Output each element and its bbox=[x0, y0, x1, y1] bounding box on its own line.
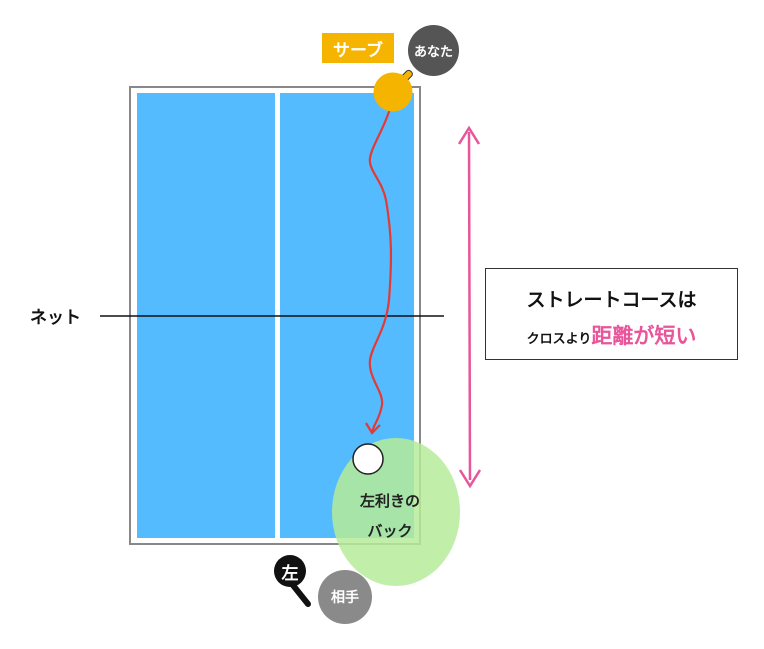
zone-label-line2: バック bbox=[367, 522, 413, 540]
you-badge: あなた bbox=[408, 25, 459, 76]
net-label: ネット bbox=[30, 308, 81, 328]
note-line2: クロスより距離が短い bbox=[486, 320, 737, 350]
note-small-text: クロスより bbox=[526, 332, 592, 347]
note-line1: ストレートコースは bbox=[526, 289, 697, 311]
trajectory-arrow-head bbox=[365, 422, 381, 435]
target-zone-label: 左利きの バック bbox=[340, 486, 440, 546]
paddle-icon bbox=[373, 69, 413, 112]
opponent-paddle-handle bbox=[289, 581, 311, 607]
ball-icon bbox=[352, 443, 384, 475]
target-zone bbox=[332, 438, 460, 586]
zone-label-line1: 左利きの bbox=[359, 492, 420, 510]
trajectory-arrow-icon bbox=[368, 101, 394, 433]
opponent-badge: 相手 bbox=[318, 570, 372, 624]
double-arrow-icon bbox=[457, 125, 482, 489]
note-emphasis: 距離が短い bbox=[591, 324, 697, 348]
serve-label: サーブ bbox=[322, 33, 394, 63]
note-box: ストレートコースは クロスより距離が短い bbox=[485, 268, 738, 360]
left-hand-badge: 左 bbox=[274, 555, 306, 587]
